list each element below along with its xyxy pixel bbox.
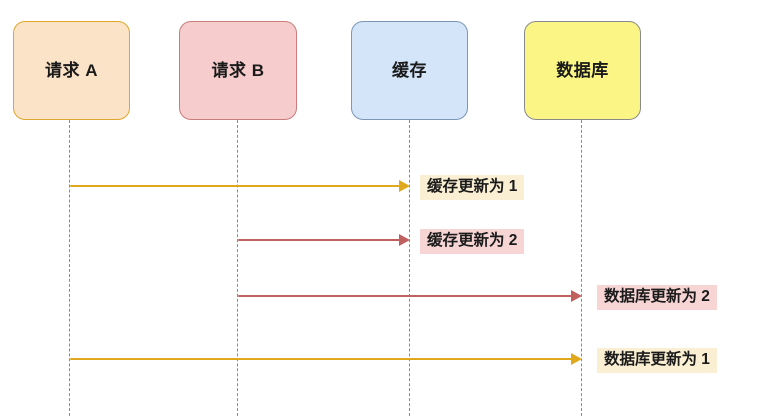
message-line-cache-update-2 bbox=[238, 238, 401, 242]
lifeline-cache bbox=[409, 120, 410, 416]
arrowhead-icon bbox=[571, 352, 582, 365]
message-label-cache-update-2: 缓存更新为 2 bbox=[420, 229, 525, 254]
participant-label: 请求 A bbox=[45, 61, 98, 80]
message-line-db-update-2 bbox=[238, 294, 573, 298]
participant-label: 数据库 bbox=[556, 61, 609, 80]
lifeline-request-a bbox=[69, 120, 70, 416]
participant-label: 请求 B bbox=[211, 61, 265, 80]
message-line-db-update-1 bbox=[70, 357, 573, 361]
arrowhead-icon bbox=[399, 179, 410, 192]
arrowhead-icon bbox=[399, 233, 410, 246]
participant-request-a[interactable]: 请求 A bbox=[13, 21, 130, 120]
lifeline-request-b bbox=[237, 120, 238, 416]
message-label-db-update-2: 数据库更新为 2 bbox=[597, 285, 717, 310]
message-label-db-update-1: 数据库更新为 1 bbox=[597, 348, 717, 373]
participant-cache[interactable]: 缓存 bbox=[351, 21, 468, 120]
participant-label: 缓存 bbox=[392, 61, 427, 80]
lifeline-database bbox=[581, 120, 582, 416]
arrowhead-icon bbox=[571, 289, 582, 302]
participant-database[interactable]: 数据库 bbox=[524, 21, 641, 120]
message-label-cache-update-1: 缓存更新为 1 bbox=[420, 175, 525, 200]
participant-request-b[interactable]: 请求 B bbox=[179, 21, 297, 120]
message-line-cache-update-1 bbox=[70, 184, 401, 188]
